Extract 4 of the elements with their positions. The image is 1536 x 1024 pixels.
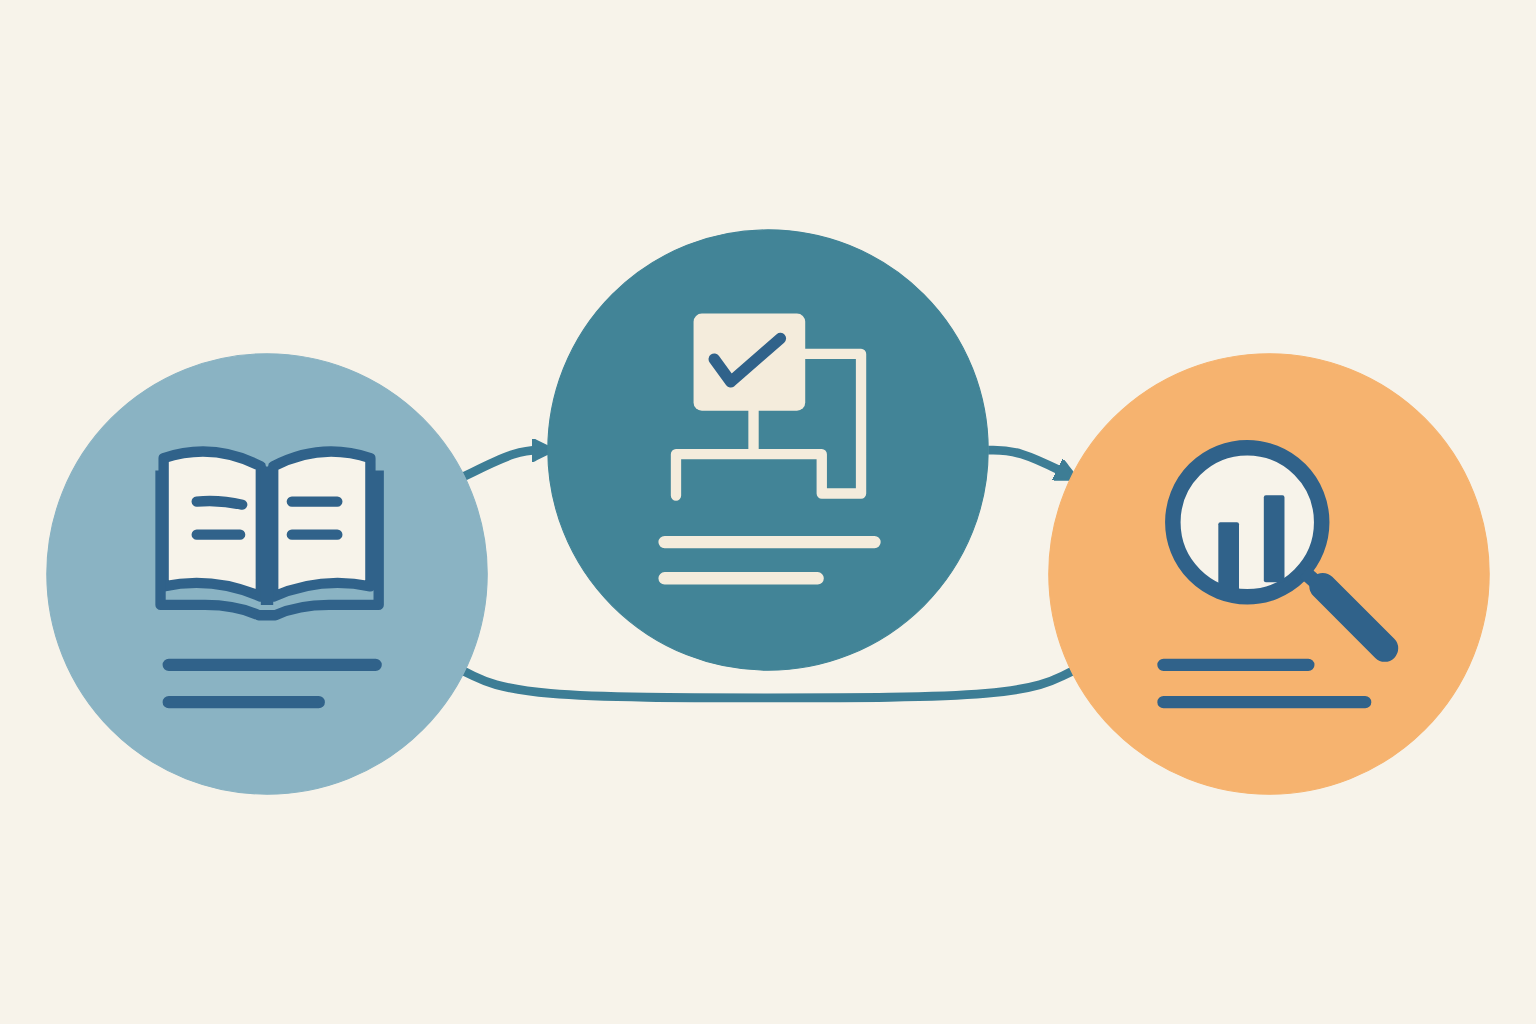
node-circle [1048, 353, 1490, 795]
node-circle [547, 229, 989, 671]
connector [462, 667, 1074, 703]
node-circle [46, 353, 488, 795]
